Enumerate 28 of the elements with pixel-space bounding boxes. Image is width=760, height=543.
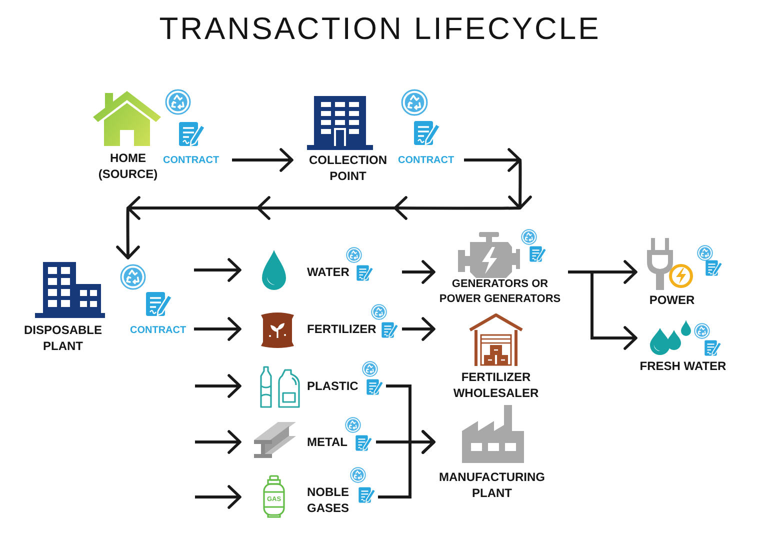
arrow (402, 260, 436, 284)
node-label: COLLECTION POINT (309, 152, 387, 184)
title: TRANSACTION LIFECYCLE (159, 11, 601, 47)
arrow (195, 485, 242, 509)
tag-label: CONTRACT (130, 324, 186, 337)
node-label: PLASTIC (307, 378, 358, 394)
arrow (402, 317, 436, 341)
node-label: NOBLE GASES (307, 484, 350, 516)
node-label: POWER (649, 292, 695, 308)
node-label: MANUFACTURING PLANT (439, 469, 545, 501)
arrow (116, 148, 532, 260)
arrow (568, 270, 638, 350)
node-label: FRESH WATER (640, 358, 726, 374)
node-label: GENERATORS OR POWER GENERATORS (438, 277, 562, 307)
arrow (195, 374, 242, 398)
arrow (194, 317, 242, 341)
tag-label: CONTRACT (163, 154, 220, 167)
arrow (194, 258, 242, 282)
arrow (232, 148, 294, 172)
node-label: METAL (307, 434, 348, 450)
node-label: DISPOSABLE PLANT (24, 322, 102, 354)
node-label: FERTILIZER (307, 321, 376, 337)
tag-label: CONTRACT (398, 154, 454, 167)
node-label: WATER (307, 264, 350, 280)
arrow (195, 430, 242, 454)
node-label: HOME (SOURCE) (98, 150, 158, 182)
arrow (378, 430, 436, 498)
node-label: FERTILIZER WHOLESALER (453, 369, 539, 401)
